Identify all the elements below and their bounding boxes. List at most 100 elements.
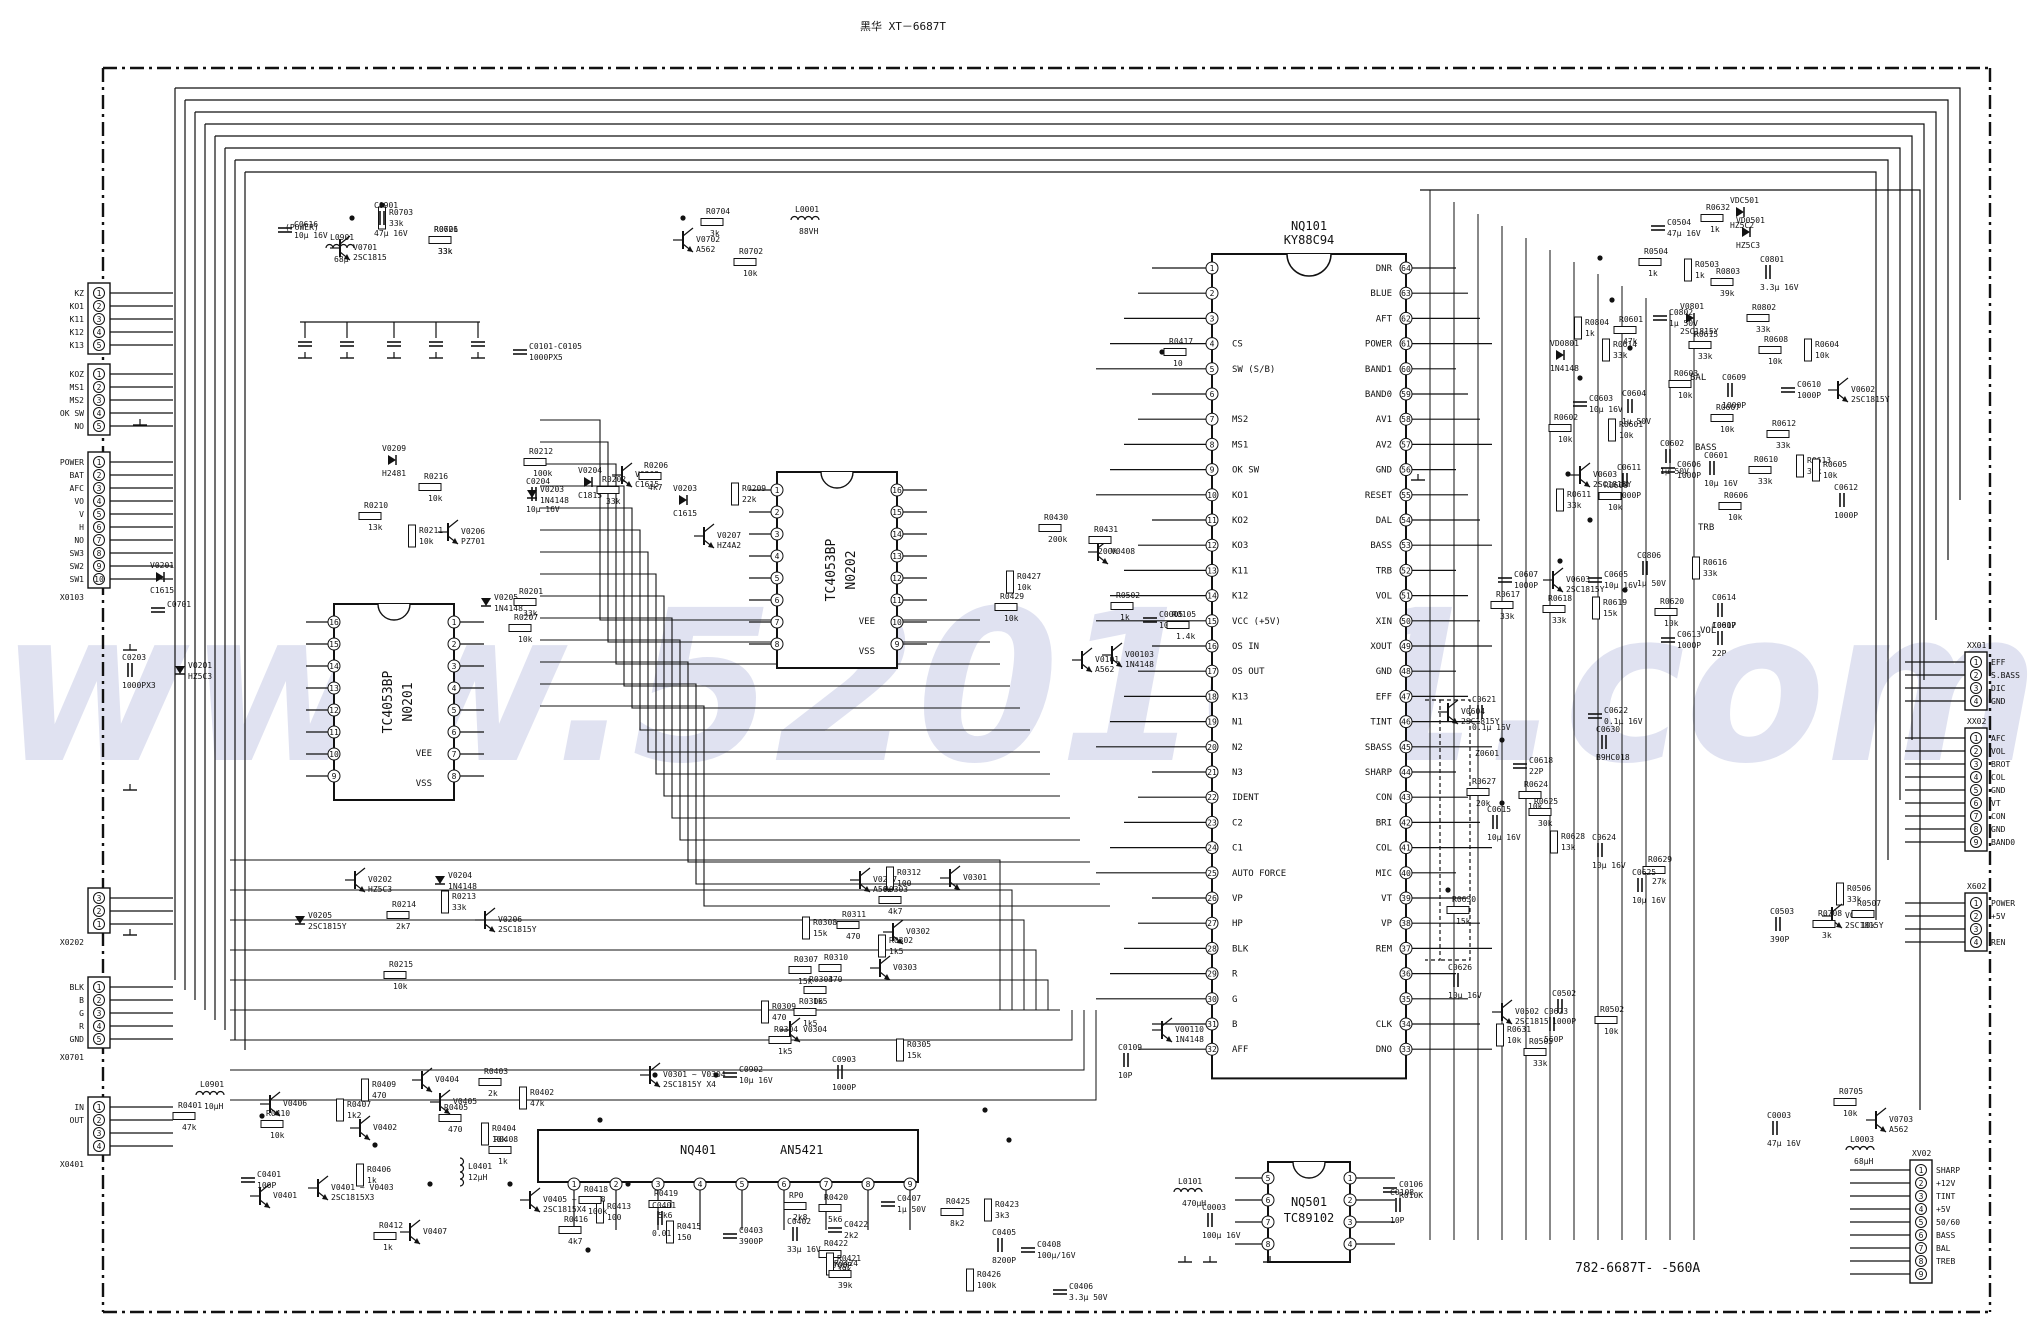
transistor-collector bbox=[892, 919, 904, 929]
component-ref: RP0 bbox=[789, 1191, 804, 1200]
pin-circle bbox=[1399, 311, 1413, 325]
pin-number: 13 bbox=[892, 552, 902, 561]
pin-number: 2 bbox=[1348, 1196, 1353, 1205]
ic-pin-label: VP bbox=[1381, 919, 1392, 929]
resistor-body bbox=[733, 258, 757, 266]
component-value: 22k bbox=[742, 495, 757, 504]
resistor-body bbox=[1804, 338, 1812, 362]
connector-pin-number: 5 bbox=[1919, 1218, 1924, 1227]
connector-pin bbox=[1915, 1268, 1927, 1280]
connector-pin-label: MS1 bbox=[70, 383, 85, 392]
component-value: 2SC1815Y bbox=[1593, 480, 1632, 489]
junction-dot bbox=[982, 1107, 988, 1113]
pin-number: 4 bbox=[775, 552, 780, 561]
component-value: 10k bbox=[1558, 435, 1573, 444]
section-label: TRB bbox=[1698, 523, 1714, 533]
connector-pin-number: 2 bbox=[97, 996, 102, 1005]
resistor-body bbox=[1710, 278, 1734, 286]
pin-number: 7 bbox=[452, 750, 457, 759]
ic-pin-label: BASS bbox=[1370, 541, 1392, 551]
component-ref: V0205 bbox=[308, 911, 332, 920]
resistor-body bbox=[1548, 424, 1572, 432]
resistor-body bbox=[1851, 910, 1875, 918]
transistor-collector bbox=[649, 1062, 661, 1072]
connector-pin-label: SW3 bbox=[70, 549, 85, 558]
ground-symbol bbox=[387, 352, 401, 359]
component-ref: R0708 bbox=[1818, 909, 1842, 918]
junction-dot bbox=[1159, 349, 1165, 355]
connector-pin-label: AFC bbox=[70, 484, 85, 493]
pin-circle bbox=[1399, 992, 1413, 1006]
junction-dot bbox=[652, 1072, 658, 1078]
pin-number: 8 bbox=[1210, 440, 1215, 449]
transistor-arrow bbox=[1086, 666, 1092, 672]
ic-pin-label: COL bbox=[1376, 844, 1392, 854]
pin-number: 16 bbox=[1207, 642, 1217, 651]
connector-pin-label: 50/60 bbox=[1936, 1218, 1960, 1227]
component-value: 10k bbox=[1619, 431, 1634, 440]
component-ref: R0423 bbox=[995, 1200, 1019, 1209]
pin-circle bbox=[770, 505, 784, 519]
pin-circle bbox=[735, 1177, 749, 1191]
ic-pin-label: VP bbox=[1232, 894, 1243, 904]
ic-pin-label: VCC (+5V) bbox=[1232, 617, 1281, 627]
connector-pin-label: BLK bbox=[70, 983, 85, 992]
ic-pin-label: XOUT bbox=[1370, 642, 1392, 652]
resistor-body bbox=[1166, 621, 1190, 629]
component-ref: C0408 bbox=[1037, 1240, 1061, 1249]
connector-pin bbox=[1970, 910, 1982, 922]
connector-pin-number: 2 bbox=[97, 471, 102, 480]
component-value: 200k bbox=[1098, 547, 1117, 556]
component-ref: R0429 bbox=[1000, 592, 1024, 601]
component-value: 10µ 16V bbox=[739, 1076, 773, 1085]
component-value: 39k bbox=[1720, 289, 1735, 298]
ic-pin-label: GND bbox=[1376, 667, 1392, 677]
component-value: 2k2 bbox=[844, 1231, 859, 1240]
component-value: 10µ 16V bbox=[1604, 581, 1638, 590]
diode-body bbox=[1686, 313, 1694, 323]
component-ref: R0504 bbox=[1644, 247, 1668, 256]
ic-part: TC89102 bbox=[1284, 1211, 1335, 1225]
component-value: 33k bbox=[1847, 895, 1862, 904]
ic-notch bbox=[1292, 1161, 1326, 1179]
component-value: 200k bbox=[1048, 535, 1067, 544]
pin-number: 36 bbox=[1401, 970, 1411, 979]
resistor-body bbox=[1642, 866, 1666, 874]
pin-number: 18 bbox=[1207, 692, 1217, 701]
component-ref: V0301 bbox=[963, 873, 987, 882]
pin-number: 5 bbox=[1210, 365, 1215, 374]
component-ref: R0627 bbox=[1472, 777, 1496, 786]
pin-number: 2 bbox=[614, 1180, 619, 1189]
component-ref: R0416 bbox=[564, 1215, 588, 1224]
pin-circle bbox=[890, 637, 904, 651]
component-value: 1N4148 bbox=[1175, 1035, 1204, 1044]
connector-pin-number: 3 bbox=[97, 1009, 102, 1018]
ic-ref: N0201 bbox=[401, 682, 416, 721]
component-value: 10k bbox=[1823, 471, 1838, 480]
pin-number: 60 bbox=[1401, 365, 1411, 374]
pin-number: 45 bbox=[1401, 743, 1411, 752]
component-value: 33k bbox=[389, 219, 404, 228]
component-ref: VD0501 bbox=[1736, 216, 1765, 225]
component-value: 100k bbox=[977, 1281, 996, 1290]
component-value: 22P bbox=[1712, 649, 1727, 658]
connector-pin-number: 7 bbox=[1919, 1244, 1924, 1253]
component-ref: R0214 bbox=[392, 900, 416, 909]
component-value: 100 bbox=[897, 879, 912, 888]
connector-pin-number: 1 bbox=[1919, 1166, 1924, 1175]
transistor-collector bbox=[1831, 903, 1843, 913]
connector-pin bbox=[93, 521, 105, 533]
connector-pin-label: REN bbox=[1991, 938, 2006, 947]
component-value: 10k bbox=[1678, 391, 1693, 400]
